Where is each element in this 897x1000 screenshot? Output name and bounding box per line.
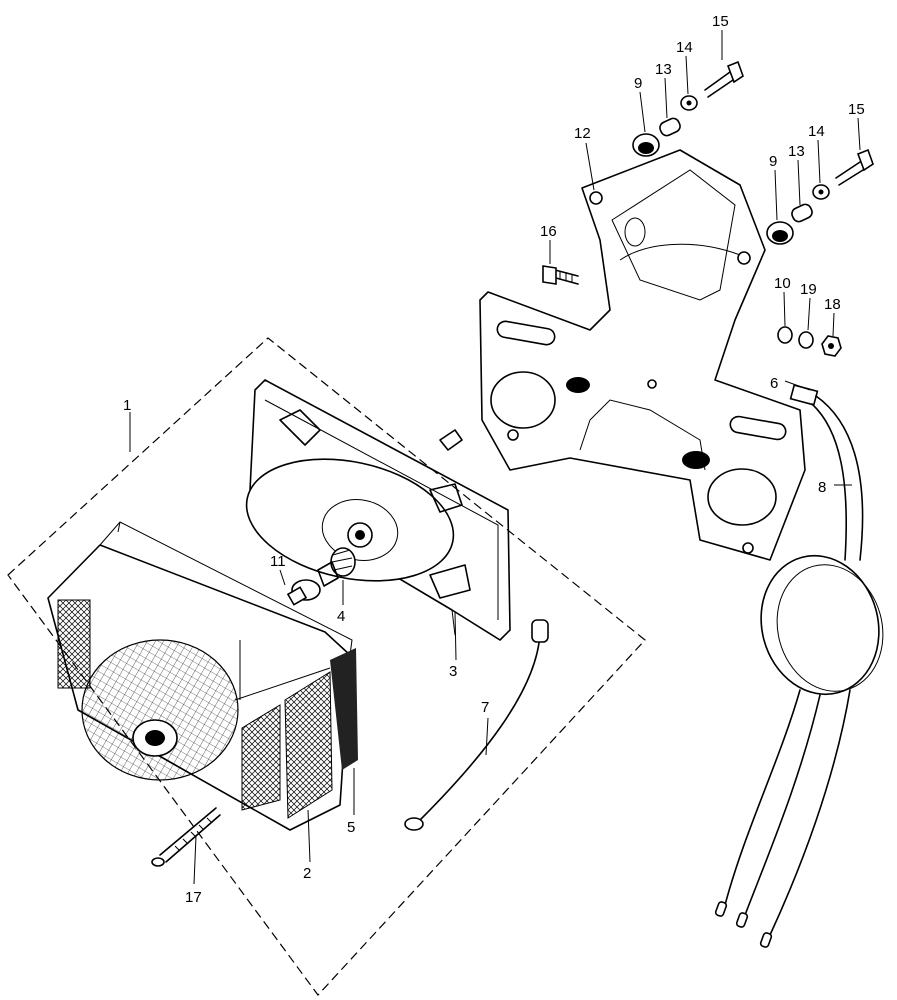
assembly-boundary [7,337,646,996]
callout-7: 7 [481,699,489,716]
callout-4: 4 [337,608,345,625]
callout-15-lower: 15 [848,101,865,118]
leader-lines [129,30,861,885]
washer-10 [777,326,793,344]
callout-3: 3 [449,663,457,680]
tail-light-lens [47,521,353,831]
callout-14-upper: 14 [676,39,693,56]
callout-13-upper: 13 [655,61,672,78]
light-base [245,379,511,641]
callout-12: 12 [574,125,591,142]
callout-14-lower: 14 [808,123,825,140]
callout-8: 8 [818,479,826,496]
callout-15-upper: 15 [712,13,729,30]
nut-18 [821,335,842,357]
mount-hardware-upper [632,60,744,157]
mounting-bracket [479,149,806,561]
callout-2: 2 [303,865,311,882]
screw-17 [151,807,221,867]
callout-9-upper: 9 [634,75,642,92]
bolt-16 [542,265,579,285]
washer-19 [798,331,814,349]
callout-1: 1 [123,397,131,414]
callout-16: 16 [540,223,557,240]
callout-6: 6 [770,375,778,392]
bulb [286,579,321,606]
callout-5: 5 [347,819,355,836]
bulb-socket [317,547,356,587]
callout-19: 19 [800,281,817,298]
callout-18: 18 [824,296,841,313]
mount-hardware-lower [766,148,874,245]
ground-wire [404,619,549,831]
lens-gasket [330,648,358,770]
callout-13-lower: 13 [788,143,805,160]
callout-11: 11 [270,553,286,570]
callout-9-lower: 9 [769,153,777,170]
callout-17: 17 [185,889,202,906]
callouts: 1 2 3 4 5 6 7 8 9 9 10 11 12 13 13 14 14… [123,13,865,906]
callout-10: 10 [774,275,791,292]
